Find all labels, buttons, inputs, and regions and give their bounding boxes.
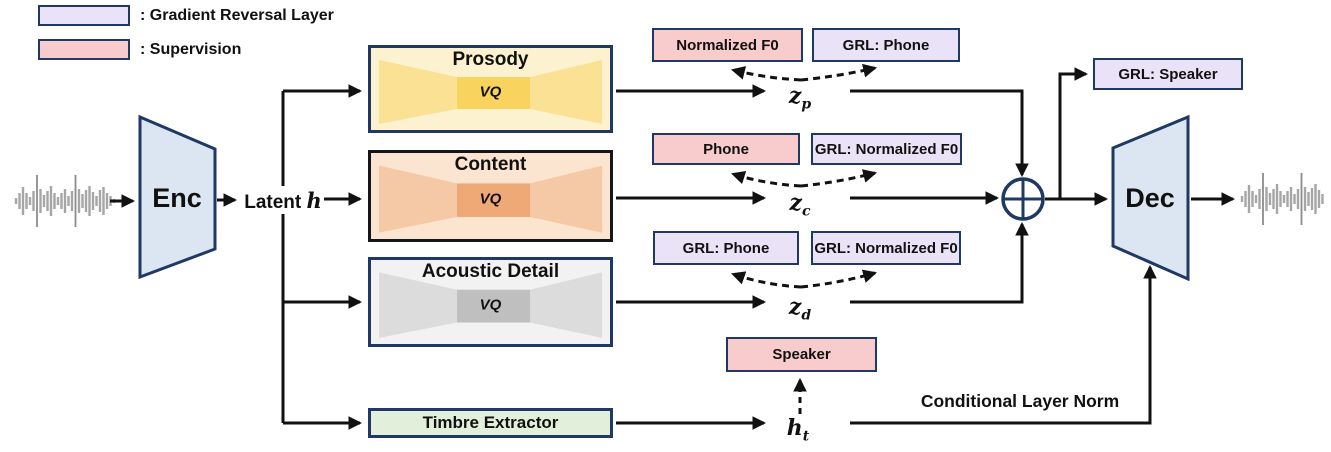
zc-label: zc xyxy=(789,190,811,220)
legend-item-grl: : Gradient Reversal Layer xyxy=(38,5,334,26)
latent-h-label: Latent h xyxy=(244,188,322,213)
sum-node-icon xyxy=(1001,177,1045,221)
legend-label-grl: : Gradient Reversal Layer xyxy=(140,6,334,24)
timbre-extractor-box: Timbre Extractor xyxy=(368,408,613,438)
tag-phone: Phone xyxy=(652,133,800,165)
decoder-shape xyxy=(1111,114,1190,282)
legend-label-supervision: : Supervision xyxy=(140,40,242,58)
acoustic-bowtie-shape xyxy=(379,272,602,338)
acoustic-detail-title: Acoustic Detail xyxy=(421,261,560,282)
ht-label: ht xyxy=(786,415,810,445)
edge-zp-to-sum xyxy=(850,89,1029,178)
prosody-bowtie-shape xyxy=(379,60,602,124)
dashed-zc-to-grl-normalized-f0 xyxy=(800,169,878,188)
output-waveform-icon xyxy=(1240,173,1324,225)
dashed-zc-to-phone xyxy=(731,170,802,188)
zd-label: zd xyxy=(788,294,812,324)
acoustic-vq-label: VQ xyxy=(479,296,502,314)
legend-swatch-supervision xyxy=(38,39,130,60)
edge-sum-to-grl-speaker xyxy=(1058,67,1089,199)
tag-normalized-f0: Normalized F0 xyxy=(652,28,803,62)
dashed-zd-to-grl-phone xyxy=(731,271,802,289)
prosody-module: Prosody VQ xyxy=(368,45,613,133)
legend-swatch-grl xyxy=(38,5,130,26)
encoder-shape xyxy=(138,114,217,280)
zp-label: zp xyxy=(788,83,812,113)
edge-zd-to-sum xyxy=(850,221,1029,304)
tag-grl-normalized-f0-acoustic: GRL: Normalized F0 xyxy=(811,231,961,265)
tag-grl-phone-acoustic: GRL: Phone xyxy=(653,231,799,265)
conditional-layer-norm-label: Conditional Layer Norm xyxy=(920,391,1120,411)
encoder-label: Enc xyxy=(152,183,202,213)
dashed-zd-to-grl-normalized-f0 xyxy=(800,269,877,289)
content-title: Content xyxy=(454,154,527,175)
content-module: Content VQ xyxy=(368,150,613,242)
prosody-vq-label: VQ xyxy=(479,83,502,101)
legend-item-supervision: : Supervision xyxy=(38,39,241,60)
tag-grl-normalized-f0-content: GRL: Normalized F0 xyxy=(811,133,962,165)
content-vq-label: VQ xyxy=(479,190,502,208)
prosody-title: Prosody xyxy=(452,49,529,70)
dashed-zp-to-normalized-f0 xyxy=(730,66,802,82)
tag-speaker: Speaker xyxy=(726,337,877,372)
content-bowtie-shape xyxy=(379,165,602,233)
acoustic-detail-module: Acoustic Detail VQ xyxy=(368,257,613,347)
decoder-label: Dec xyxy=(1125,183,1175,213)
tag-grl-phone-prosody: GRL: Phone xyxy=(812,28,960,62)
input-waveform-icon xyxy=(14,175,116,227)
edge-ht-to-decoder xyxy=(850,264,1157,425)
tag-grl-speaker: GRL: Speaker xyxy=(1093,58,1243,90)
dashed-zp-to-grl-phone xyxy=(800,63,878,82)
